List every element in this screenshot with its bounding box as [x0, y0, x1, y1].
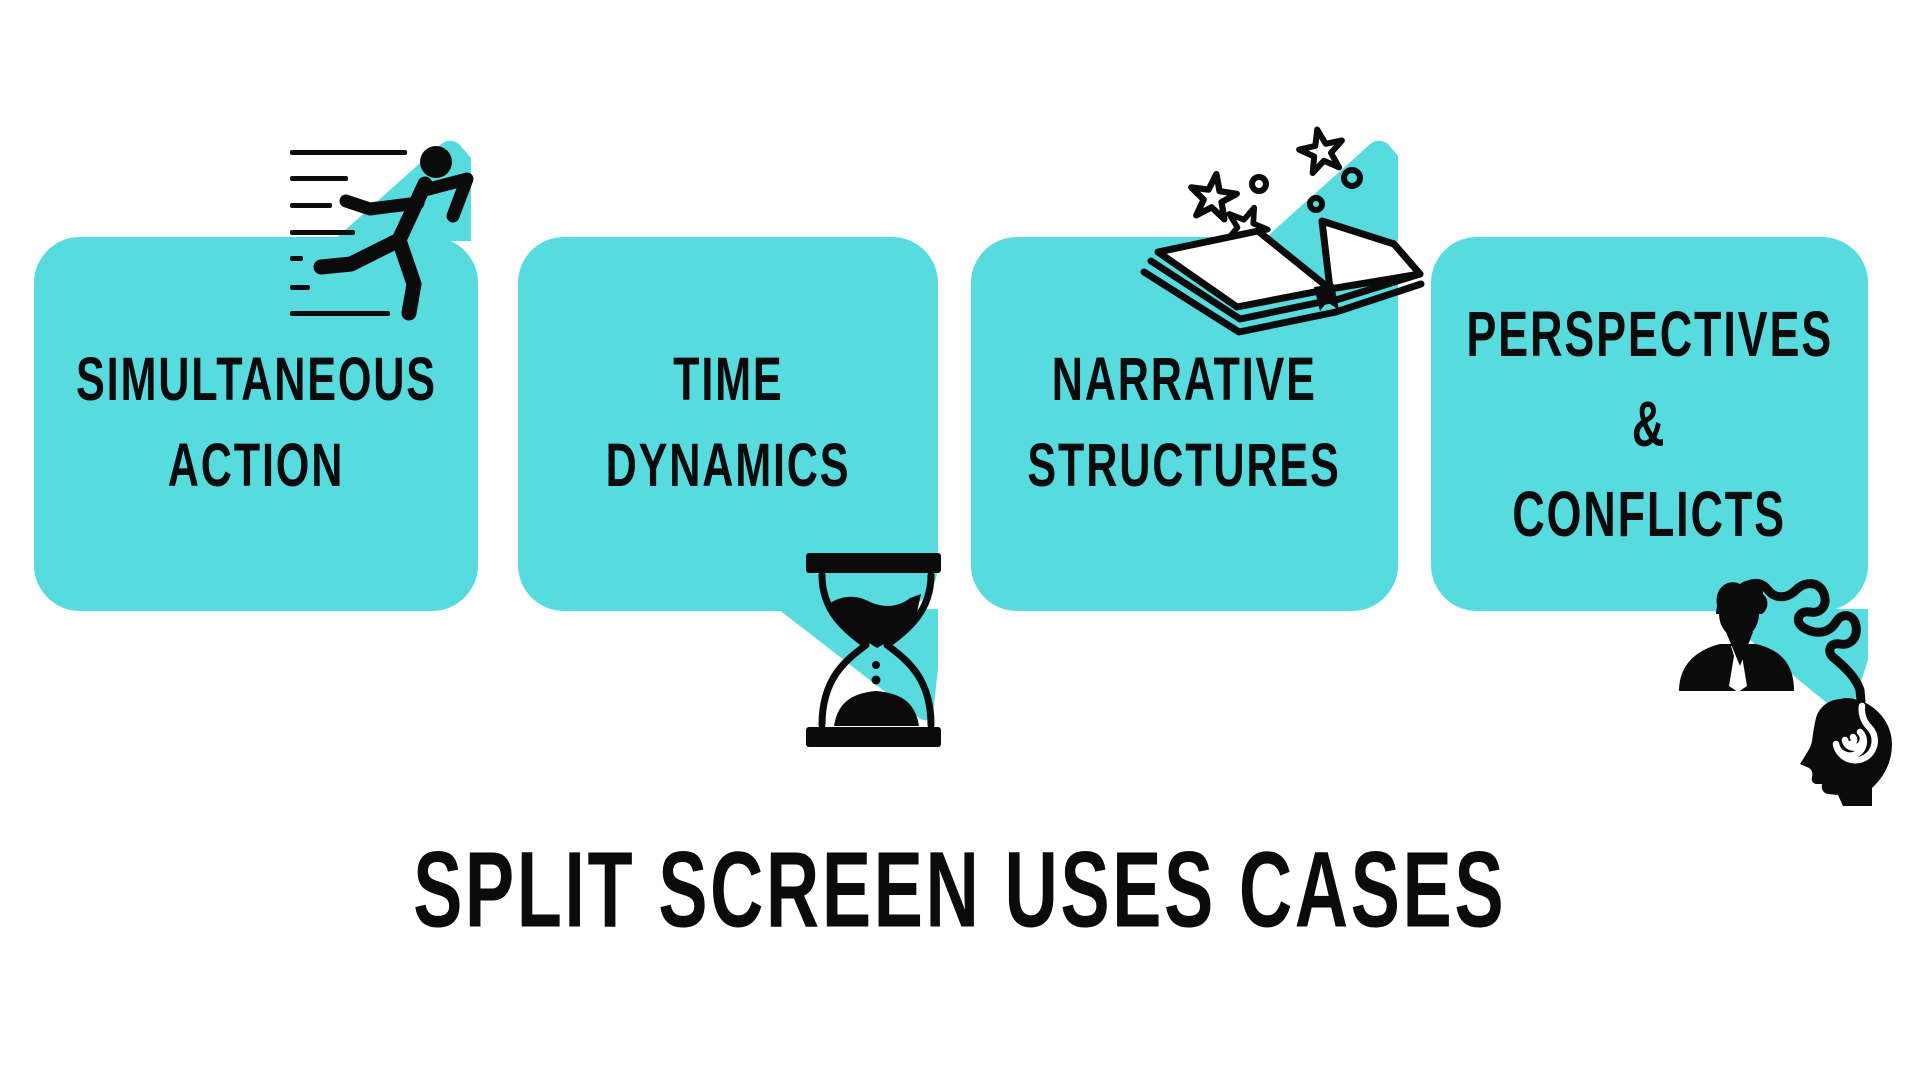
tail-down-card4: [1712, 609, 1868, 715]
card-label-line: NARRATIVE: [1051, 346, 1317, 415]
card-time-dynamics: TIME DYNAMICS: [518, 237, 938, 611]
tail-down-card2: [778, 609, 938, 721]
card-label-line: TIME: [672, 346, 784, 415]
card-perspectives-conflicts: PERSPECTIVES & CONFLICTS: [1431, 237, 1868, 611]
tail-up-card3: [1262, 140, 1398, 241]
card-label-line: ACTION: [167, 432, 345, 501]
tail-up-card1: [333, 140, 471, 241]
card-simultaneous-action: SIMULTANEOUS ACTION: [34, 237, 478, 611]
card-label-line: DYNAMICS: [605, 432, 851, 501]
mind-thought-spiral-icon: [1679, 579, 1892, 806]
card-label-line: STRUCTURES: [1027, 432, 1342, 501]
card-label-line: PERSPECTIVES: [1466, 298, 1833, 370]
card-narrative-structures: NARRATIVE STRUCTURES: [971, 237, 1398, 611]
card-label-line: CONFLICTS: [1512, 478, 1787, 550]
card-label-line: &: [1632, 388, 1667, 460]
page-title: SPLIT SCREEN USES CASES: [0, 829, 1920, 950]
card-label-line: SIMULTANEOUS: [75, 346, 437, 415]
page-title-text: SPLIT SCREEN USES CASES: [413, 829, 1507, 950]
